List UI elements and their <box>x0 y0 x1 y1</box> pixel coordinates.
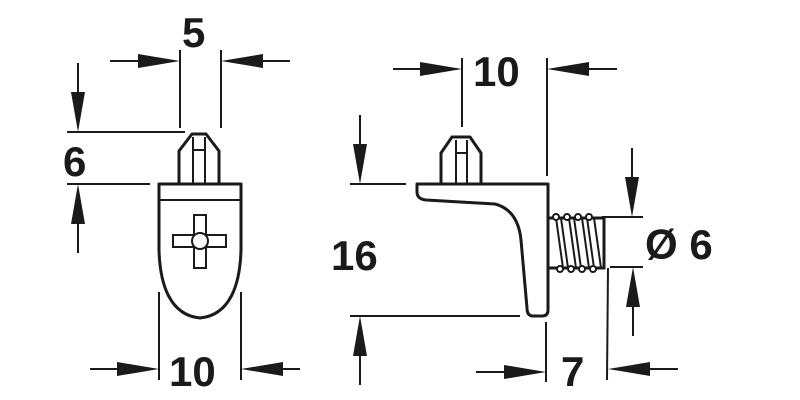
arrow-down-icon <box>353 144 367 184</box>
dimension-top-width: 10 <box>393 48 617 176</box>
dimension-pin-width: 5 <box>110 9 290 128</box>
arrow-up-icon <box>353 316 367 356</box>
side-view-part <box>415 135 606 318</box>
arrow-right-icon <box>504 365 546 379</box>
side-view: 10 16 <box>331 48 713 395</box>
arrow-right-icon <box>117 362 159 376</box>
arrow-left-icon <box>547 62 589 76</box>
dimension-body-width: 10 <box>90 292 300 395</box>
arrow-down-icon <box>71 92 85 132</box>
label-top-width: 10 <box>473 48 520 95</box>
arrow-right-icon <box>138 54 180 68</box>
label-body-width: 10 <box>169 348 216 395</box>
dimension-height: 16 <box>331 115 520 385</box>
label-pin-height: 6 <box>63 138 86 185</box>
arrow-up-icon <box>71 184 85 224</box>
label-pin-width: 5 <box>182 9 205 56</box>
dimension-thread-length: 7 <box>476 267 678 395</box>
label-thread-diameter: Ø 6 <box>645 221 713 268</box>
front-view-part <box>157 132 243 320</box>
arrow-left-icon <box>241 362 283 376</box>
dimension-thread-diameter: Ø 6 <box>602 148 713 336</box>
arrow-up-icon <box>626 267 640 307</box>
arrow-down-icon <box>625 177 639 217</box>
front-view: 5 6 <box>63 9 300 395</box>
arrow-right-icon <box>420 62 462 76</box>
arrow-left-icon <box>221 54 263 68</box>
screw-thread <box>546 213 606 273</box>
label-thread-length: 7 <box>561 348 584 395</box>
dimension-pin-height: 6 <box>63 63 185 253</box>
label-height: 16 <box>331 232 378 279</box>
arrow-left-icon <box>608 362 650 376</box>
